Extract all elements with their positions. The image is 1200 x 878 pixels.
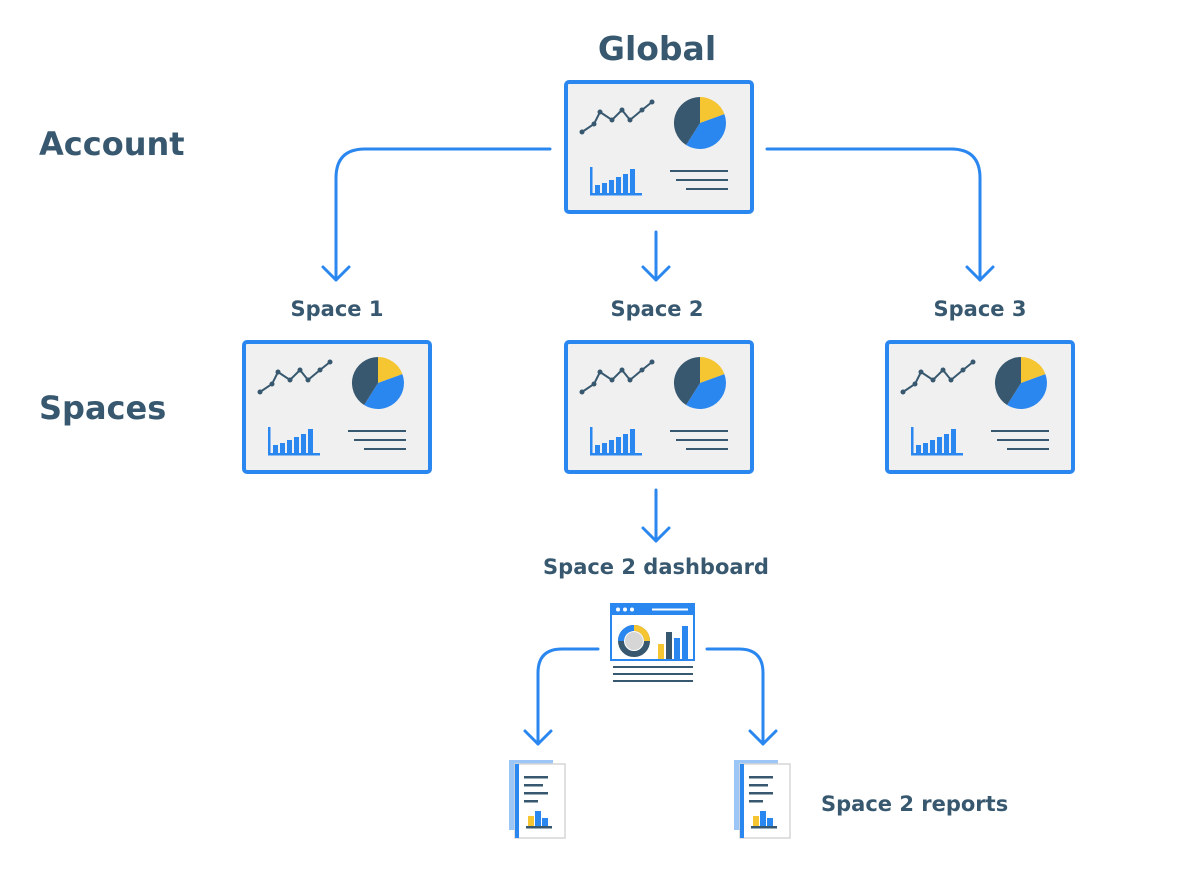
dashboard-window-icon [610, 603, 695, 682]
space2-label: Space 2 [610, 297, 704, 321]
connector-dashboard-report-left [536, 647, 600, 746]
space1-panel-icon [242, 340, 432, 474]
space2-panel-icon [564, 340, 754, 474]
global-label: Global [597, 29, 717, 68]
spaces-label: Spaces [39, 389, 167, 427]
space1-label: Space 1 [290, 297, 384, 321]
connectors [321, 147, 995, 746]
dashboard-label: Space 2 dashboard [543, 555, 769, 579]
connector-dashboard-report-right [705, 647, 765, 746]
space3-label: Space 3 [933, 297, 1027, 321]
report-document-icon [733, 759, 791, 839]
reports-label: Space 2 reports [821, 792, 1009, 816]
account-label: Account [39, 125, 185, 163]
connector-global-space1 [334, 147, 552, 282]
global-panel-icon [564, 80, 754, 214]
space3-panel-icon [885, 340, 1075, 474]
report-document-icon [508, 759, 566, 839]
connector-global-space3 [765, 147, 982, 282]
